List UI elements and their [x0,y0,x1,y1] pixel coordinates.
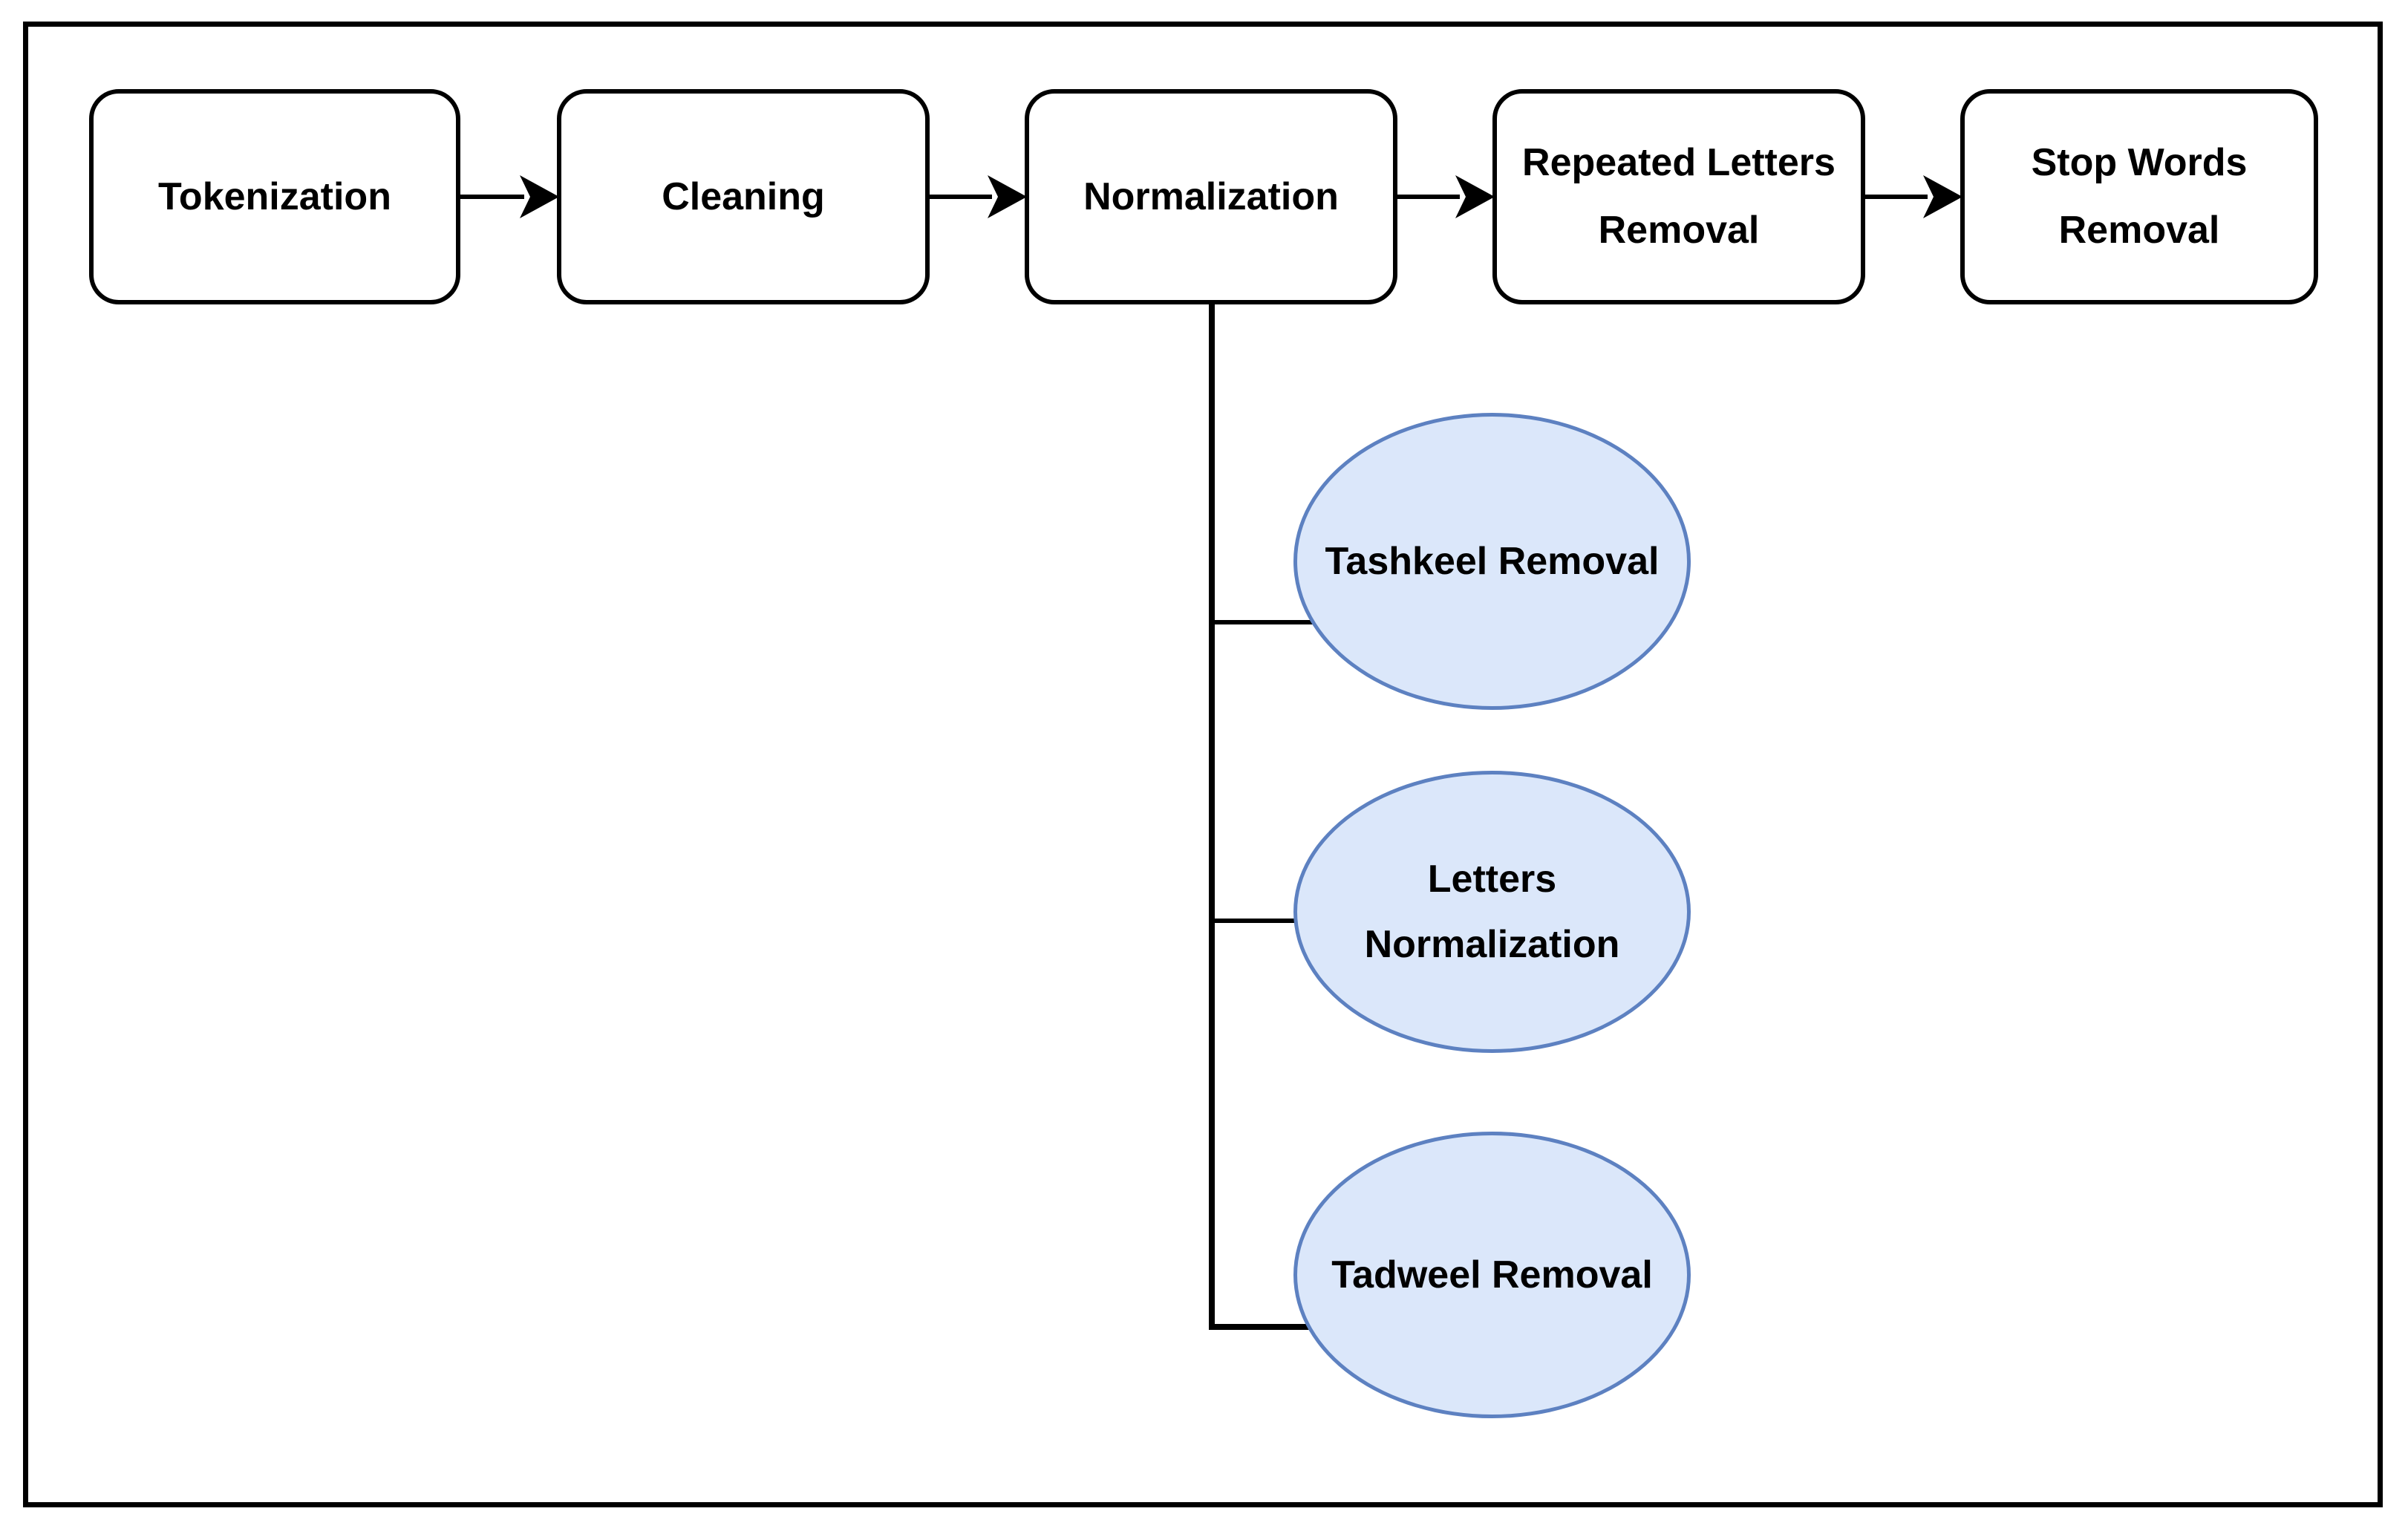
flow-box-label: Normalization [1083,174,1339,218]
flow-arrow-1 [457,175,559,218]
ellipse-label: Tadweel Removal [1331,1253,1653,1296]
flow-box-normalization: Normalization [1025,89,1397,304]
flow-arrow-2 [925,175,1027,218]
flow-arrow-3 [1393,175,1495,218]
flow-box-repeated-letters-removal: Repeated Letters Removal [1492,89,1865,304]
flow-box-label: Tokenization [158,174,391,218]
flow-box-label: Cleaning [662,174,825,218]
flow-arrow-4 [1861,175,1962,218]
flow-box-label: Stop Words Removal [2031,141,2248,252]
flow-box-tokenization: Tokenization [89,89,460,304]
flow-box-cleaning: Cleaning [557,89,930,304]
ellipse-tadweel-removal: Tadweel Removal [1293,1132,1691,1418]
diagram-outer-border [23,22,2383,1507]
ellipse-tashkeel-removal: Tashkeel Removal [1293,413,1691,710]
ellipse-letters-normalization: Letters Normalization [1293,771,1691,1053]
flow-box-label: Repeated Letters Removal [1522,141,1836,252]
normalization-branch-trunk [1209,297,1366,1330]
flow-box-stop-words-removal: Stop Words Removal [1960,89,2318,304]
ellipse-label: Tashkeel Removal [1325,539,1660,583]
ellipse-label: Letters Normalization [1364,857,1620,966]
